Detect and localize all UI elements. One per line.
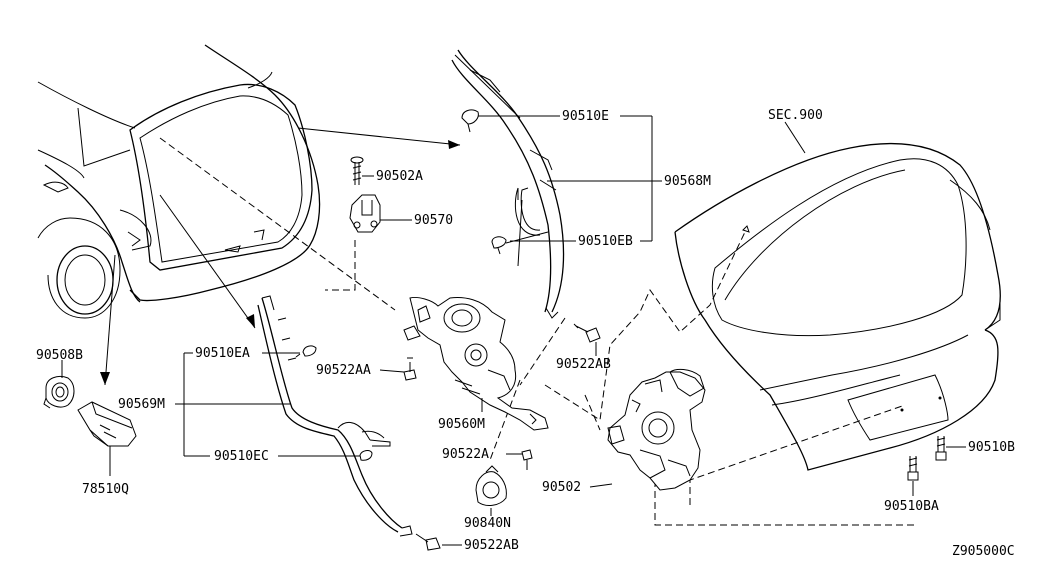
part-90508B bbox=[43, 375, 75, 409]
label-90570: 90570 bbox=[414, 213, 453, 228]
bolt-90522AB-bottom bbox=[415, 533, 441, 551]
label-90510B: 90510B bbox=[968, 440, 1015, 455]
diagram-code: Z905000C bbox=[952, 544, 1015, 559]
label-90522AB-bottom: 90522AB bbox=[464, 538, 519, 553]
pointer-arrow-lower bbox=[159, 194, 256, 329]
label-90510EB: 90510EB bbox=[578, 234, 633, 249]
lock-assembly-90502 bbox=[607, 368, 706, 491]
part-78510Q bbox=[77, 401, 137, 447]
bolt-90510B bbox=[935, 436, 947, 461]
reference-dashed-lines bbox=[159, 137, 915, 526]
label-90522AA: 90522AA bbox=[316, 363, 371, 378]
label-90840N: 90840N bbox=[464, 516, 511, 531]
label-90510EA: 90510EA bbox=[195, 346, 250, 361]
label-90510BA: 90510BA bbox=[884, 499, 939, 514]
label-78510Q: 78510Q bbox=[82, 482, 129, 497]
pointer-arrow-down bbox=[100, 254, 116, 386]
clip-90510EC bbox=[359, 450, 373, 461]
label-90508B: 90508B bbox=[36, 348, 83, 363]
back-door-outline bbox=[674, 142, 1001, 471]
bolt-90522AA bbox=[403, 357, 417, 381]
bolt-90522AB-top bbox=[573, 323, 601, 343]
weatherstrip-90568M bbox=[451, 49, 565, 319]
label-90569M: 90569M bbox=[118, 397, 165, 412]
label-90560M: 90560M bbox=[438, 417, 485, 432]
weatherstrip-90569M bbox=[257, 295, 413, 537]
striker-90570 bbox=[349, 194, 381, 233]
label-90568M: 90568M bbox=[664, 174, 711, 189]
clip-90510EA bbox=[295, 345, 317, 358]
vehicle-rear-body bbox=[37, 44, 321, 319]
clip-90510E bbox=[461, 109, 479, 133]
label-90502: 90502 bbox=[542, 480, 581, 495]
label-sec900: SEC.900 bbox=[768, 108, 823, 123]
bolt-90502A bbox=[350, 156, 364, 185]
label-90510E: 90510E bbox=[562, 109, 609, 124]
label-90510EC: 90510EC bbox=[214, 449, 269, 464]
cover-90840N bbox=[475, 465, 507, 506]
bolt-90510BA bbox=[907, 456, 919, 481]
pointer-arrow-upper bbox=[297, 127, 461, 149]
leader-lines bbox=[61, 115, 966, 546]
actuator-90560M bbox=[403, 297, 549, 431]
label-90522A: 90522A bbox=[442, 447, 489, 462]
label-90502A: 90502A bbox=[376, 169, 423, 184]
clip-90510EB bbox=[491, 231, 549, 255]
label-90522AB-top: 90522AB bbox=[556, 357, 611, 372]
bolt-90522A bbox=[521, 449, 533, 470]
